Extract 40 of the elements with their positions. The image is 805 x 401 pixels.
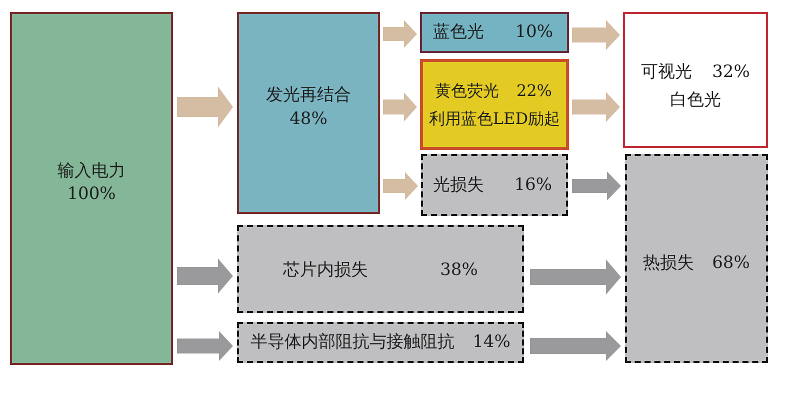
process-box <box>420 59 569 150</box>
box-title: 黄色荧光 <box>435 81 499 100</box>
percentage-label: 22% <box>516 81 552 100</box>
box-title: 可视光 <box>641 62 692 82</box>
block-arrow <box>572 172 621 200</box>
block-arrow <box>572 20 620 50</box>
percentage-label: 38% <box>440 260 478 280</box>
box-title: 热损失 <box>643 253 694 274</box>
process-box <box>420 12 569 53</box>
block-arrow <box>177 331 233 361</box>
box-note: 白色光 <box>670 90 721 110</box>
block-arrow <box>572 92 620 122</box>
percentage-label: 14% <box>472 332 510 353</box>
block-arrow <box>177 258 233 294</box>
block-arrow <box>383 92 417 122</box>
percentage-label: 16% <box>514 174 552 196</box>
box-title: 光损失 <box>433 174 484 196</box>
percentage-label: 48% <box>290 108 328 129</box>
block-arrow <box>530 260 621 294</box>
box-title: 输入电力 <box>58 160 126 181</box>
process-box <box>623 12 768 148</box>
block-arrow <box>383 20 417 48</box>
percentage-label: 32% <box>712 62 750 82</box>
block-arrow <box>530 331 621 361</box>
dashed-box <box>625 154 768 363</box>
dashed-box <box>421 154 568 216</box>
box-note: 利用蓝色LED励起 <box>428 108 560 128</box>
box-title: 半导体内部阻抗与接触阻抗 <box>250 332 455 353</box>
block-arrow <box>383 172 418 200</box>
dashed-box <box>237 225 524 313</box>
dashed-box <box>237 322 524 363</box>
process-box <box>237 12 380 214</box>
box-title: 蓝色光 <box>433 22 484 43</box>
process-box <box>10 12 173 365</box>
block-arrow <box>177 86 233 128</box>
percentage-label: 68% <box>712 253 750 274</box>
box-title: 芯片内损失 <box>283 260 368 280</box>
box-title: 发光再结合 <box>266 85 351 106</box>
percentage-label: 100% <box>67 184 116 204</box>
percentage-label: 10% <box>515 22 553 43</box>
